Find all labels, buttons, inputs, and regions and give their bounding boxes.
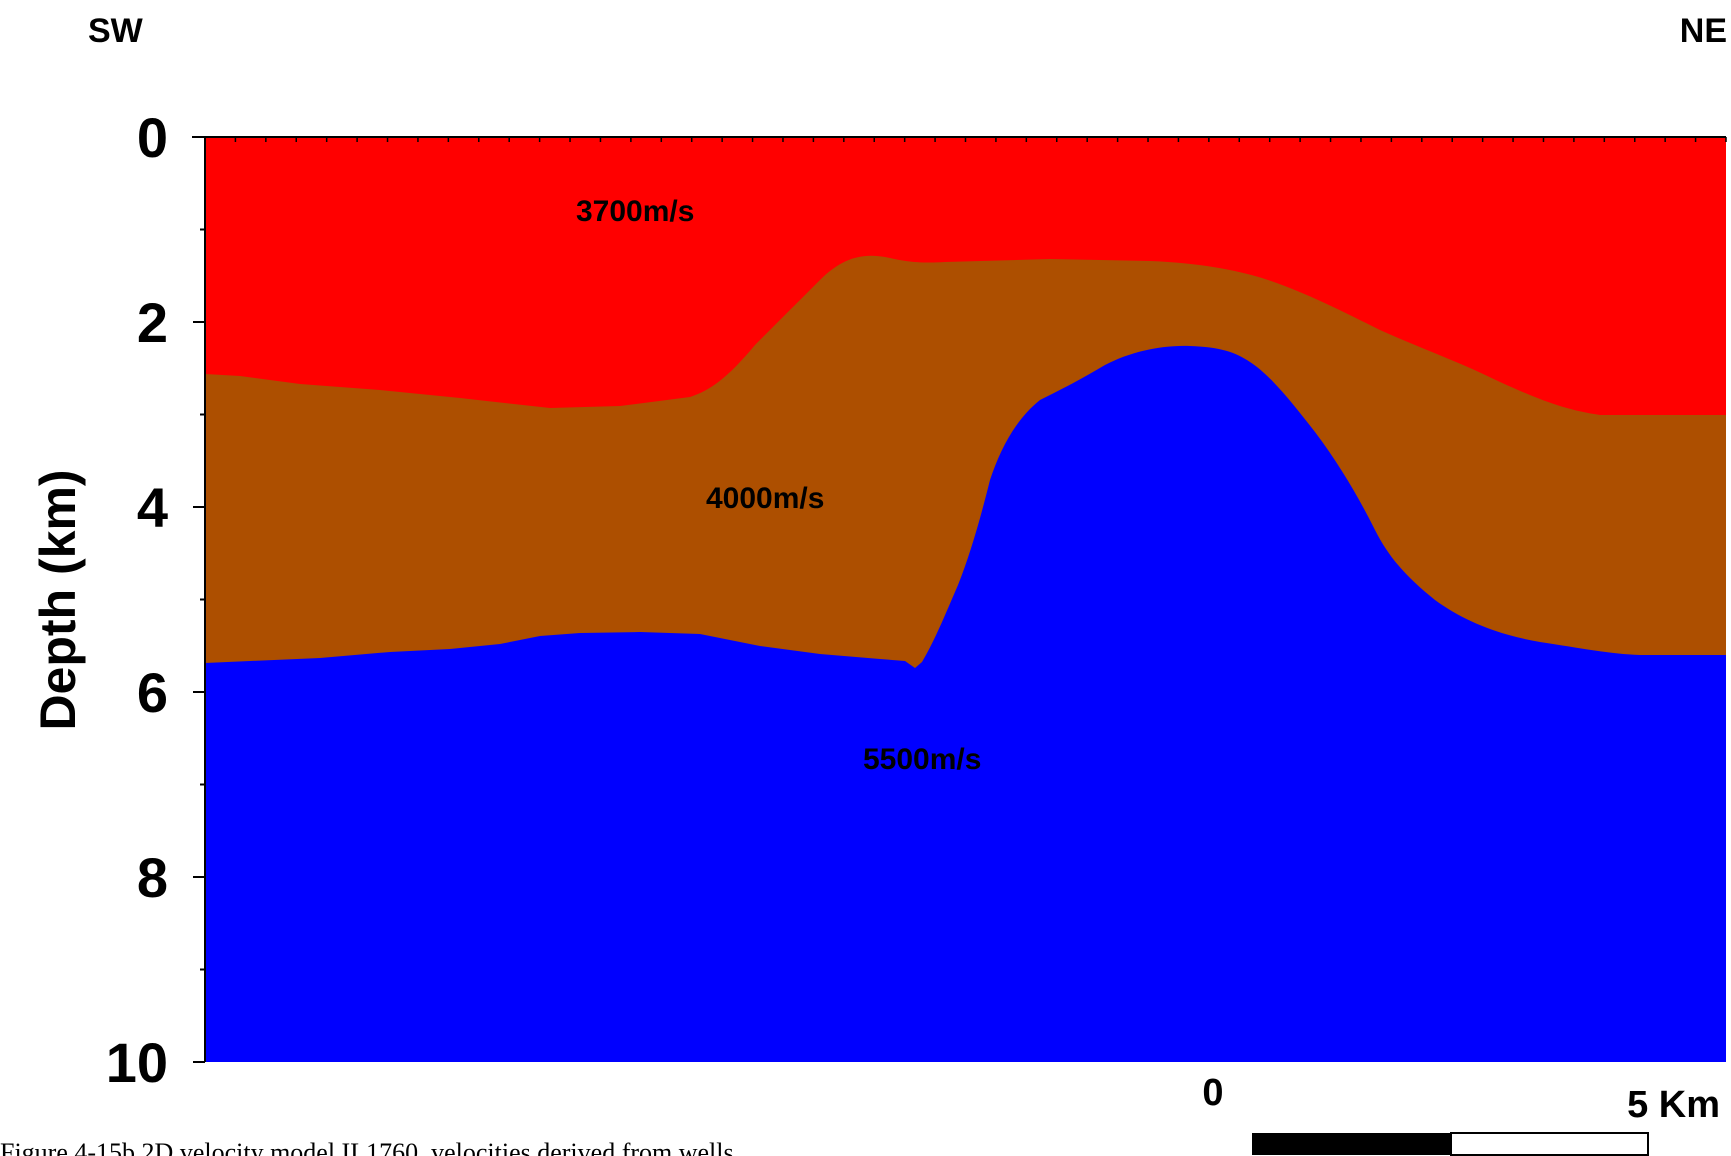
depth-axis-ticks [193,136,205,1063]
depth-axis-title: Depth (km) [30,469,86,730]
scale-bar-white-segment [1450,1132,1649,1156]
top-axis-ticks [204,137,1727,142]
depth-tick-label: 8 [137,846,168,909]
depth-axis-tick-labels: 0 2 4 6 8 10 [106,106,168,1094]
top-axis [192,136,1727,142]
depth-tick-label: 0 [137,106,168,169]
layer-label-3700: 3700m/s [576,195,694,228]
scale-bar-end-label: 5 Km [1627,1084,1720,1126]
velocity-model-panel [205,137,1726,1063]
direction-label-ne: NE [1680,12,1727,50]
scale-bar: 0 5 Km [1202,1072,1720,1156]
layer-5500 [205,345,1726,1062]
figure-caption: Figure 4-15b 2D velocity model IL1760, v… [0,1138,734,1156]
direction-label-sw: SW [88,12,144,50]
layer-label-5500: 5500m/s [863,743,981,776]
depth-tick-label: 6 [137,661,168,724]
depth-axis [193,136,206,1063]
layer-label-4000: 4000m/s [706,482,824,515]
depth-tick-label: 10 [106,1031,168,1094]
scale-bar-start-label: 0 [1202,1072,1223,1114]
scale-bar-black-segment [1252,1133,1451,1155]
depth-tick-label: 2 [137,291,168,354]
depth-tick-label: 4 [137,476,168,539]
